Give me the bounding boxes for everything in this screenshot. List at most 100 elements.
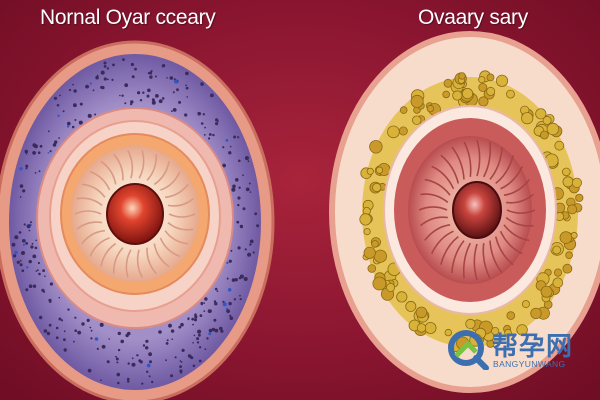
cell-dot bbox=[58, 137, 60, 139]
cell-dot bbox=[111, 78, 114, 81]
cell-dot bbox=[146, 363, 151, 368]
cell-dot bbox=[233, 298, 237, 301]
cell-dot bbox=[25, 164, 29, 168]
cell-dot bbox=[194, 315, 198, 319]
right-title: Ovaary sary bbox=[418, 6, 528, 29]
cell-dot bbox=[89, 82, 92, 85]
follicle-cell bbox=[367, 264, 377, 273]
cell-dot bbox=[246, 156, 249, 159]
ridge-line bbox=[440, 235, 459, 265]
cell-dot bbox=[184, 113, 188, 117]
cell-dot bbox=[179, 360, 182, 362]
cell-dot bbox=[115, 355, 117, 358]
follicle-cell bbox=[516, 324, 528, 336]
cell-dot bbox=[134, 67, 137, 71]
cell-dot bbox=[81, 322, 85, 326]
ridge-line bbox=[100, 242, 117, 267]
cell-dot bbox=[149, 75, 153, 79]
ridge-line bbox=[420, 193, 449, 204]
follicle-cell bbox=[412, 115, 422, 125]
cell-dot bbox=[32, 151, 36, 155]
cell-dot bbox=[122, 58, 125, 61]
cell-dot bbox=[139, 360, 143, 364]
cell-dot bbox=[219, 326, 223, 331]
ridge-line bbox=[440, 154, 460, 184]
cell-dot bbox=[121, 94, 124, 97]
cell-dot bbox=[185, 84, 188, 87]
cell-dot bbox=[55, 336, 59, 340]
cell-dot bbox=[94, 337, 99, 341]
cell-dot bbox=[225, 138, 229, 142]
follicle-cell bbox=[387, 125, 400, 139]
cell-dot bbox=[103, 65, 107, 68]
cell-dot bbox=[25, 167, 28, 170]
cell-dot bbox=[229, 314, 232, 317]
cell-dot bbox=[222, 302, 227, 307]
ridge-line bbox=[503, 179, 530, 196]
cell-dot bbox=[21, 251, 25, 255]
cell-dot bbox=[130, 62, 134, 67]
cell-dot bbox=[72, 83, 74, 86]
cell-dot bbox=[179, 365, 183, 368]
cell-dot bbox=[130, 100, 134, 104]
right-oocyte bbox=[452, 181, 502, 239]
cell-dot bbox=[238, 186, 241, 189]
follicle-cell bbox=[570, 231, 578, 239]
cell-dot bbox=[222, 163, 227, 168]
cell-dot bbox=[235, 178, 239, 182]
cell-dot bbox=[178, 100, 182, 104]
cell-dot bbox=[103, 77, 107, 81]
cell-dot bbox=[126, 331, 131, 336]
left-oocyte bbox=[106, 183, 164, 245]
cell-dot bbox=[34, 246, 38, 250]
right-ovary bbox=[329, 31, 600, 393]
cell-dot bbox=[22, 189, 26, 193]
cell-dot bbox=[120, 339, 124, 344]
cell-dot bbox=[74, 329, 77, 333]
cell-dot bbox=[148, 375, 151, 378]
cell-dot bbox=[176, 88, 179, 92]
cell-dot bbox=[100, 379, 102, 382]
cell-dot bbox=[56, 104, 60, 107]
cell-dot bbox=[209, 310, 212, 313]
follicle-cell bbox=[366, 167, 374, 175]
follicle-cell bbox=[521, 300, 530, 309]
cell-dot bbox=[101, 344, 106, 349]
follicle-cell bbox=[546, 122, 560, 136]
cell-dot bbox=[204, 126, 207, 129]
cell-dot bbox=[170, 329, 175, 333]
cell-dot bbox=[49, 282, 54, 286]
watermark-brand: 帮孕网 bbox=[492, 332, 574, 362]
ridge-line bbox=[112, 247, 124, 274]
follicle-cell bbox=[491, 326, 500, 336]
cell-dot bbox=[171, 338, 173, 341]
cell-dot bbox=[14, 250, 18, 255]
right-yellow-cells bbox=[359, 70, 584, 353]
follicle-cell bbox=[373, 249, 387, 263]
ridge-line bbox=[424, 178, 451, 196]
cell-dot bbox=[85, 84, 89, 89]
ridge-line bbox=[113, 153, 124, 181]
ridge-line bbox=[167, 221, 194, 231]
follicle-cell bbox=[554, 140, 565, 151]
follicle-cell bbox=[405, 300, 417, 312]
cell-dot bbox=[92, 89, 95, 92]
cell-dot bbox=[23, 223, 26, 226]
ridge-line bbox=[165, 183, 189, 199]
follicle-cell bbox=[504, 328, 512, 337]
ridge-line bbox=[424, 224, 451, 241]
cell-dot bbox=[37, 269, 39, 272]
cell-dot bbox=[192, 364, 196, 368]
ridge-line bbox=[476, 139, 481, 177]
cell-dot bbox=[158, 330, 162, 334]
follicle-cell bbox=[535, 108, 547, 120]
ridge-line bbox=[81, 229, 105, 245]
cell-dot bbox=[96, 347, 99, 350]
cell-dot bbox=[74, 316, 77, 319]
cell-dot bbox=[58, 317, 62, 321]
cell-dot bbox=[54, 140, 58, 144]
cell-dot bbox=[94, 113, 97, 116]
watermark-subtitle: BANGYUNWANG bbox=[493, 359, 566, 369]
cell-dot bbox=[25, 288, 29, 292]
cell-dot bbox=[180, 361, 183, 363]
